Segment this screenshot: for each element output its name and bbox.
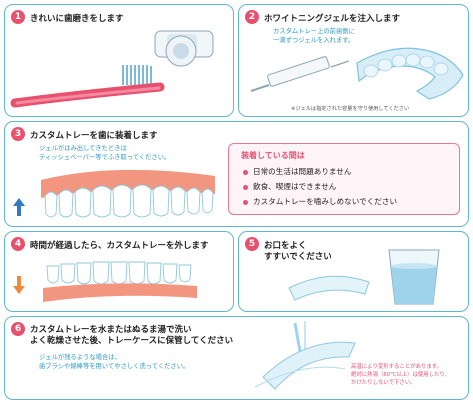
- step-1-panel: 1 きれいに歯磨きをします: [4, 4, 234, 117]
- toothbrush-icon: [10, 56, 165, 108]
- water-glass-icon: [388, 249, 440, 305]
- step-title-line: すすいでください: [264, 252, 332, 262]
- lower-teeth-illustration: [13, 261, 197, 302]
- step-title-line: カスタムトレーを水またはぬるま湯で洗い: [30, 325, 192, 335]
- warning-line: 高温により変形することがあります。: [351, 364, 442, 370]
- step-description-line: 歯ブラシや綿棒等を用いてやさしく洗ってください。: [39, 363, 190, 370]
- step-number: 2: [245, 10, 259, 24]
- tray-glass-illustration: [288, 249, 440, 305]
- step-number: 1: [11, 10, 25, 24]
- arrow-up-icon: [13, 198, 25, 216]
- warning-line: かけたりしないで下さい。: [351, 380, 416, 386]
- list-item: 日常の生活は問題ありません: [253, 167, 352, 176]
- toothbrush-toothpaste-illustration: [10, 30, 214, 108]
- syringe-icon: [250, 56, 350, 92]
- step-number: 4: [11, 237, 25, 251]
- step-description-line: 一滴ずつジェルを入れます。: [273, 37, 355, 44]
- callout-title: 装着している間は: [241, 151, 305, 160]
- custom-tray-icon: [254, 341, 356, 390]
- syringe-tray-illustration: [250, 47, 464, 100]
- toothpaste-tube-icon: [154, 30, 214, 67]
- step-description-line: カスタムトレー上の前歯側に: [273, 28, 355, 35]
- step-title: カスタムトレーを歯に装着します: [30, 131, 158, 141]
- step-title: ホワイトニングジェルを注入します: [264, 14, 401, 24]
- step-description-line: ジェルが残るような場合は、: [39, 354, 121, 361]
- list-item: カスタムトレーを噛みしめないでください: [253, 197, 398, 206]
- step-number: 6: [11, 322, 25, 336]
- step-number: 3: [11, 127, 25, 141]
- custom-tray-icon: [288, 275, 370, 301]
- step-4-panel: 4 時間が経過したら、カスタムトレーを外します: [4, 231, 234, 312]
- bullet: [243, 185, 248, 190]
- step-title: きれいに歯磨きをします: [30, 14, 124, 24]
- step-title-line: よく乾燥させた後、トレーケースに保管してください: [30, 336, 234, 346]
- washing-tray-illustration: [254, 321, 356, 390]
- step-title-line: お口をよく: [264, 241, 307, 251]
- step-description-line: ジェルがはみ出してきたときは: [39, 145, 127, 152]
- step-5-panel: 5 お口をよく すすいでください: [238, 231, 469, 312]
- arrow-down-icon: [13, 276, 25, 294]
- bullet: [243, 200, 248, 205]
- step-2-panel: 2 ホワイトニングジェルを注入します カスタムトレー上の前歯側に 一滴ずつジェル…: [238, 4, 469, 117]
- usage-note: ※ジェルは指定された容量を守り使用してください: [291, 106, 410, 112]
- step-description-line: ティッシュペーパー等でふき取ってください。: [39, 154, 171, 161]
- upper-teeth-illustration: [13, 169, 215, 218]
- step-6-panel: 6 カスタムトレーを水またはぬるま湯で洗い よく乾燥させた後、トレーケースに保管…: [4, 316, 469, 400]
- step-3-panel: 3 カスタムトレーを歯に装着します ジェルがはみ出してきたときは ティッシュペー…: [4, 121, 469, 227]
- wearing-info-box: 装着している間は 日常の生活は問題ありません 飲食、喫煙はできません カスタムト…: [228, 143, 460, 215]
- bullet: [243, 170, 248, 175]
- step-number: 5: [245, 237, 259, 251]
- warning-line: 絶対に熱湯（60℃以上）は使用したり、: [351, 372, 450, 378]
- custom-tray-icon: [356, 47, 464, 100]
- list-item: 飲食、喫煙はできません: [253, 182, 337, 191]
- step-title: 時間が経過したら、カスタムトレーを外します: [30, 241, 209, 251]
